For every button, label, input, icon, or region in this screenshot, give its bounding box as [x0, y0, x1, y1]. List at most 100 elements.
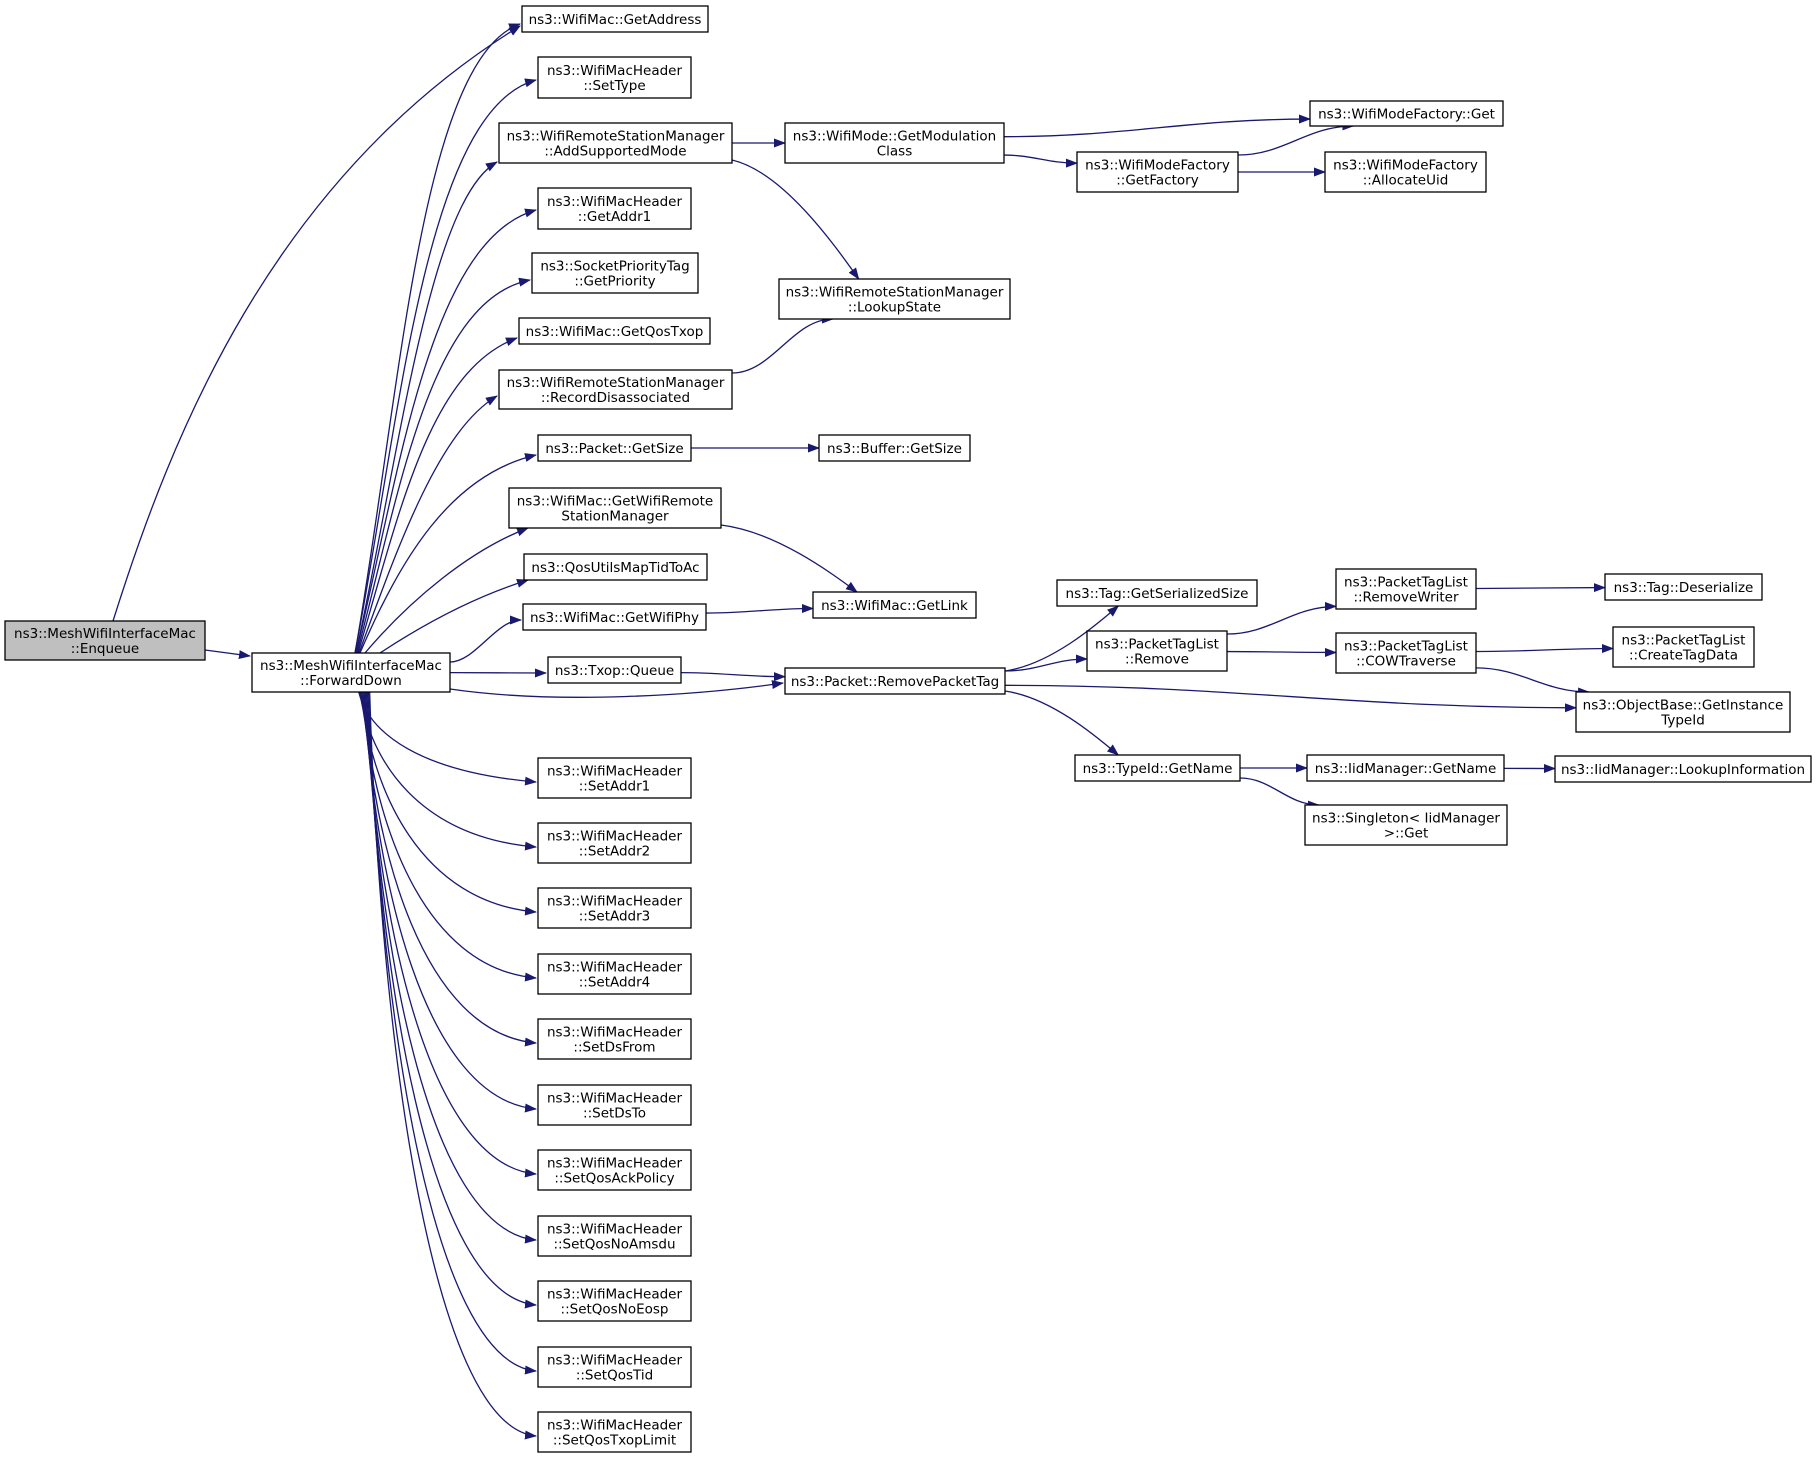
- node-wifimodefactoryget[interactable]: ns3::WifiModeFactory::Get: [1309, 100, 1504, 127]
- edge-line: [354, 23, 521, 654]
- node-getfactory[interactable]: ns3::WifiModeFactory::GetFactory: [1076, 151, 1239, 193]
- node-createtagdata[interactable]: ns3::PacketTagList::CreateTagData: [1612, 626, 1755, 668]
- node-label-line: ns3::ObjectBase::GetInstance: [1583, 698, 1784, 714]
- node-label-line: ::CreateTagData: [1629, 648, 1738, 664]
- node-iidmanagergetname[interactable]: ns3::IidManager::GetName: [1306, 754, 1505, 782]
- node-getlink[interactable]: ns3::WifiMac::GetLink: [812, 591, 977, 619]
- node-box: [498, 122, 733, 164]
- edge-cowtraverse-to-createtagdata: [1475, 644, 1614, 654]
- node-setdsfrom[interactable]: ns3::WifiMacHeader::SetDsFrom: [537, 1018, 692, 1060]
- node-label-line: ns3::WifiMac::GetQosTxop: [526, 324, 704, 340]
- edge-line: [379, 578, 529, 654]
- node-label-line: ns3::WifiRemoteStationManager: [786, 285, 1004, 301]
- node-cowtraverse[interactable]: ns3::PacketTagList::COWTraverse: [1335, 632, 1477, 674]
- node-setqostxoplimit[interactable]: ns3::WifiMacHeader::SetQosTxopLimit: [537, 1411, 692, 1453]
- edge-line: [1475, 644, 1614, 654]
- edge-enqueue-to-forwarddown: [204, 649, 251, 660]
- node-recorddisassociated[interactable]: ns3::WifiRemoteStationManager::RecordDis…: [498, 369, 733, 410]
- edge-line: [364, 691, 537, 1178]
- node-getaddress[interactable]: ns3::WifiMac::GetAddress: [521, 5, 709, 33]
- node-setaddr3[interactable]: ns3::WifiMacHeader::SetAddr3: [537, 887, 692, 929]
- node-setqosackpolicy[interactable]: ns3::WifiMacHeader::SetQosAckPolicy: [537, 1149, 692, 1191]
- node-box: [537, 822, 692, 864]
- node-getwifiremotestationmanager[interactable]: ns3::WifiMac::GetWifiRemoteStationManage…: [508, 487, 722, 529]
- node-label-line: ns3::Packet::RemovePacketTag: [791, 674, 999, 690]
- node-label-line: ::SetType: [583, 78, 645, 94]
- node-setaddr4[interactable]: ns3::WifiMacHeader::SetAddr4: [537, 953, 692, 995]
- node-label-line: ns3::SocketPriorityTag: [540, 259, 689, 275]
- node-label-line: ns3::WifiMacHeader: [547, 894, 683, 910]
- node-label-line: ns3::Buffer::GetSize: [827, 441, 962, 457]
- node-box: [521, 5, 709, 33]
- node-label-line: ::SetQosTxopLimit: [553, 1433, 676, 1449]
- node-label-line: ns3::Packet::GetSize: [545, 441, 683, 457]
- node-box: [498, 369, 733, 410]
- node-setdsto[interactable]: ns3::WifiMacHeader::SetDsTo: [537, 1084, 692, 1126]
- node-enqueue[interactable]: ns3::MeshWifiInterfaceMac::Enqueue: [4, 620, 206, 661]
- node-packetgetsize[interactable]: ns3::Packet::GetSize: [537, 434, 692, 462]
- node-setaddr2[interactable]: ns3::WifiMacHeader::SetAddr2: [537, 822, 692, 864]
- node-label-line: ns3::PacketTagList: [1344, 575, 1468, 591]
- node-setqosnoeosp[interactable]: ns3::WifiMacHeader::SetQosNoEosp: [537, 1280, 692, 1322]
- node-txopqueue[interactable]: ns3::Txop::Queue: [547, 656, 682, 684]
- node-box: [1304, 804, 1508, 846]
- node-label-line: ns3::WifiRemoteStationManager: [507, 129, 725, 145]
- edge-removewriter-to-tagdeserialize: [1475, 583, 1606, 593]
- node-removewriter[interactable]: ns3::PacketTagList::RemoveWriter: [1335, 568, 1477, 610]
- node-getwifiphy[interactable]: ns3::WifiMac::GetWifiPhy: [522, 603, 707, 631]
- node-label-line: ns3::PacketTagList: [1344, 639, 1468, 655]
- node-settype[interactable]: ns3::WifiMacHeader::SetType: [537, 56, 692, 99]
- node-lookupstate[interactable]: ns3::WifiRemoteStationManager::LookupSta…: [778, 278, 1011, 320]
- edge-forwarddown-to-getaddr1: [355, 208, 537, 654]
- edge-getwifiremotestationmanager-to-getlink: [720, 524, 858, 593]
- node-label-line: ::SetAddr1: [579, 779, 651, 795]
- edge-line: [705, 603, 814, 614]
- edge-forwarddown-to-getwifiremotestationmanager: [364, 527, 529, 654]
- node-box: [1335, 568, 1477, 610]
- node-qosutilsmaptidtoac[interactable]: ns3::QosUtilsMapTidToAc: [523, 553, 708, 581]
- node-box: [537, 1280, 692, 1322]
- edge-typeidgetname-to-singletonget: [1239, 777, 1320, 810]
- edge-getwifiphy-to-getlink: [705, 603, 814, 614]
- node-getserializedsize[interactable]: ns3::Tag::GetSerializedSize: [1056, 579, 1258, 607]
- edge-line: [359, 453, 537, 654]
- edge-cowtraverse-to-getinstancetypeid: [1475, 667, 1591, 697]
- node-removepackettag[interactable]: ns3::Packet::RemovePacketTag: [784, 667, 1006, 695]
- edge-removepackettag-to-packettaglistremove: [1004, 654, 1088, 672]
- node-buffergetsize[interactable]: ns3::Buffer::GetSize: [818, 434, 971, 462]
- edge-packettaglistremove-to-removewriter: [1226, 601, 1337, 635]
- edge-line: [720, 524, 858, 593]
- edge-forwarddown-to-setaddr2: [359, 691, 537, 851]
- node-getpriority[interactable]: ns3::SocketPriorityTag::GetPriority: [531, 252, 699, 294]
- node-box: [537, 1149, 692, 1191]
- edge-line: [357, 337, 518, 654]
- node-packettaglistremove[interactable]: ns3::PacketTagList::Remove: [1086, 630, 1228, 672]
- node-singletonget[interactable]: ns3::Singleton< IidManager >::Get: [1304, 804, 1508, 846]
- node-box: [1306, 754, 1505, 782]
- node-label-line: ns3::WifiModeFactory: [1085, 158, 1230, 174]
- node-label-line: ns3::WifiMacHeader: [547, 1418, 683, 1434]
- edge-packettaglistremove-to-cowtraverse: [1226, 647, 1337, 657]
- node-allocateuid[interactable]: ns3::WifiModeFactory::AllocateUid: [1324, 151, 1487, 193]
- node-box: [547, 656, 682, 684]
- node-forwarddown[interactable]: ns3::MeshWifiInterfaceMac::ForwardDown: [251, 652, 451, 693]
- node-box: [537, 887, 692, 929]
- node-box: [508, 487, 722, 529]
- edge-enqueue-to-getaddress: [112, 25, 521, 622]
- node-lookupinformation[interactable]: ns3::IidManager::LookupInformation: [1554, 755, 1812, 783]
- node-setaddr1[interactable]: ns3::WifiMacHeader::SetAddr1: [537, 757, 692, 799]
- node-getqostxop[interactable]: ns3::WifiMac::GetQosTxop: [518, 317, 711, 345]
- edge-line: [355, 161, 498, 654]
- node-typeidgetname[interactable]: ns3::TypeId::GetName: [1074, 754, 1241, 782]
- node-tagdeserialize[interactable]: ns3::Tag::Deserialize: [1604, 573, 1763, 601]
- node-setqostid[interactable]: ns3::WifiMacHeader::SetQosTid: [537, 1346, 692, 1388]
- node-addsupportedmode[interactable]: ns3::WifiRemoteStationManager::AddSuppor…: [498, 122, 733, 164]
- node-setqosnoamsdu[interactable]: ns3::WifiMacHeader::SetQosNoAmsdu: [537, 1215, 692, 1257]
- node-box: [1335, 632, 1477, 674]
- node-getaddr1[interactable]: ns3::WifiMacHeader::GetAddr1: [537, 187, 692, 230]
- node-box: [522, 603, 707, 631]
- node-box: [537, 1084, 692, 1126]
